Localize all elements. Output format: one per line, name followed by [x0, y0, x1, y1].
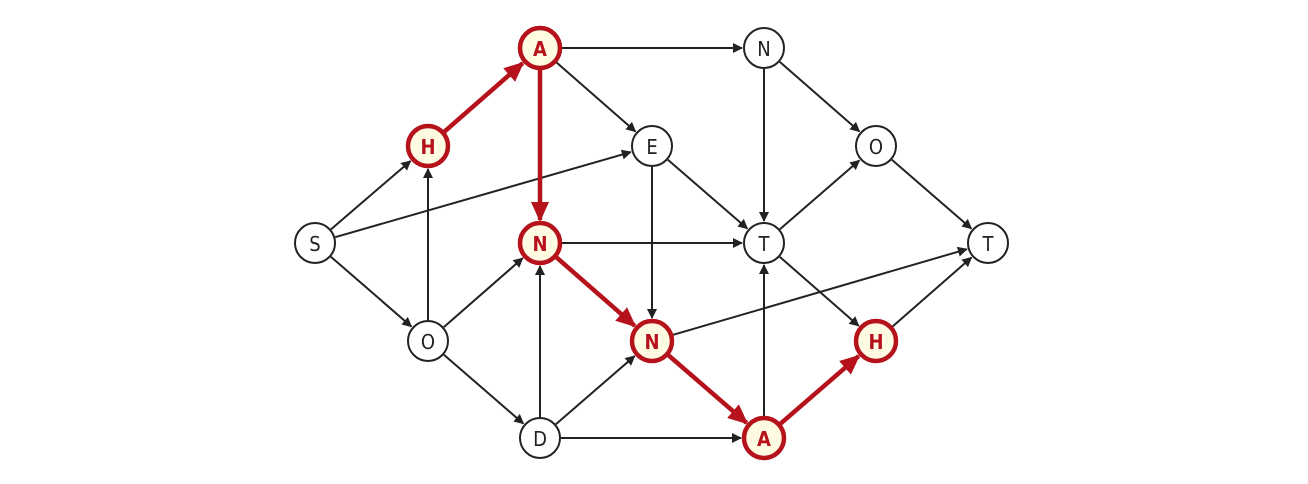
node-circle	[741, 415, 787, 461]
edge-n2-a2-highlighted	[667, 353, 749, 425]
node-s: S	[294, 222, 336, 264]
edge-n1-n2-highlighted	[555, 255, 637, 328]
node-circle	[967, 222, 1009, 264]
node-n3: N	[743, 27, 785, 69]
edge-o2-t2	[891, 158, 973, 230]
node-circle	[743, 27, 785, 69]
node-label: S	[309, 232, 320, 256]
node-label: H	[420, 135, 435, 159]
node-label: O	[421, 330, 435, 354]
node-a1-highlighted: A	[517, 25, 563, 71]
node-label: D	[533, 427, 547, 451]
node-label: H	[868, 330, 883, 354]
node-o2: O	[855, 125, 897, 167]
node-circle	[629, 318, 675, 364]
node-label: N	[532, 232, 547, 256]
edge-h2-t2	[891, 256, 973, 328]
edge-n3-o2	[779, 61, 861, 133]
edge-s-h1	[330, 160, 412, 231]
edge-a1-e	[555, 61, 637, 133]
node-circle	[743, 222, 785, 264]
node-n1-highlighted: N	[517, 220, 563, 266]
node-circle	[855, 125, 897, 167]
edge-a2-h2-highlighted	[779, 354, 861, 426]
node-h2-highlighted: H	[853, 318, 899, 364]
node-circle	[519, 417, 561, 459]
node-label: A	[757, 427, 771, 451]
edge-e-t1	[667, 158, 749, 230]
node-t2: T	[967, 222, 1009, 264]
node-label: T	[982, 232, 995, 256]
node-circle	[517, 25, 563, 71]
node-circle	[631, 125, 673, 167]
node-label: O	[869, 135, 883, 159]
node-h1-highlighted: H	[405, 123, 451, 169]
node-circle	[853, 318, 899, 364]
node-label: A	[533, 37, 547, 61]
edge-o1-n1	[443, 257, 524, 328]
edge-s-o1	[330, 256, 413, 328]
node-circle	[294, 222, 336, 264]
edge-o1-d	[443, 353, 525, 425]
edge-s-e	[334, 149, 632, 239]
node-d: D	[519, 417, 561, 459]
node-a2-highlighted: A	[741, 415, 787, 461]
node-o1: O	[407, 320, 449, 362]
node-circle	[407, 320, 449, 362]
edge-t1-o2	[779, 159, 861, 231]
node-n2-highlighted: N	[629, 318, 675, 364]
edge-t1-h2	[779, 256, 860, 327]
edge-h1-a1-highlighted	[443, 61, 525, 134]
node-circle	[517, 220, 563, 266]
node-e: E	[631, 125, 673, 167]
edge-d-n2	[555, 355, 636, 426]
node-circle	[405, 123, 451, 169]
node-label: T	[758, 232, 771, 256]
node-label: N	[644, 330, 659, 354]
node-label: E	[646, 135, 657, 159]
node-label: N	[757, 37, 770, 61]
node-t1: T	[743, 222, 785, 264]
